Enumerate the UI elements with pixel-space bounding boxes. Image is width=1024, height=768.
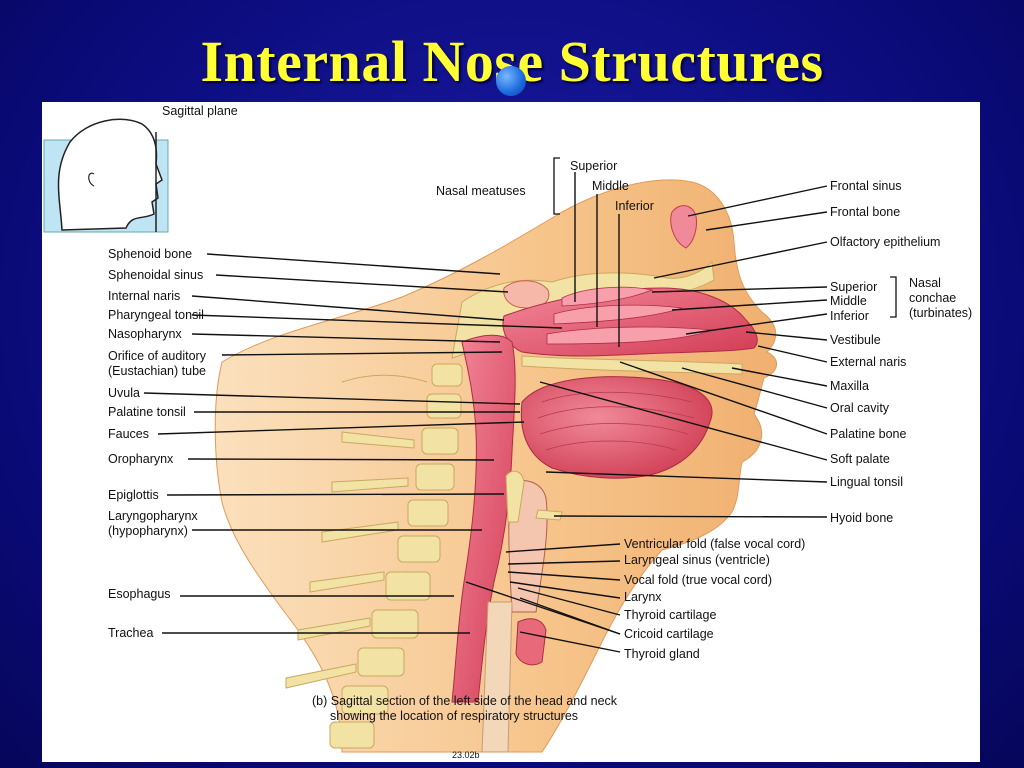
label-concha-superior: Superior <box>830 280 878 294</box>
label-nasopharynx: Nasopharynx <box>108 327 182 341</box>
epiglottis-shape <box>505 470 525 523</box>
label-sphenoid-bone: Sphenoid bone <box>108 247 193 261</box>
anatomy-figure: Sagittal plane Nasal meatuses Superior M… <box>42 102 980 762</box>
label-turbinates: (turbinates) <box>909 306 973 320</box>
label-thyroid-gland: Thyroid gland <box>624 647 700 661</box>
label-hyoid-bone: Hyoid bone <box>830 511 894 525</box>
label-eustachian-tube: (Eustachian) tube <box>108 364 206 378</box>
label-uvula: Uvula <box>108 386 140 400</box>
figure-caption-line2: showing the location of respiratory stru… <box>330 709 579 723</box>
middle-concha <box>553 304 683 325</box>
label-vocal-fold: Vocal fold (true vocal cord) <box>624 573 772 587</box>
label-frontal-sinus: Frontal sinus <box>830 179 902 193</box>
label-internal-naris: Internal naris <box>108 289 181 303</box>
label-concha-inferior: Inferior <box>830 309 869 323</box>
leader-lines <box>143 172 828 653</box>
label-soft-palate: Soft palate <box>830 452 890 466</box>
superior-concha <box>561 286 654 307</box>
label-laryngeal-sinus: Laryngeal sinus (ventricle) <box>624 553 770 567</box>
label-pharyngeal-tonsil: Pharyngeal tonsil <box>108 308 204 322</box>
figure-caption-line1: (b) Sagittal section of the left side of… <box>312 694 618 708</box>
label-meatus-middle: Middle <box>592 179 629 193</box>
label-meatus-superior: Superior <box>570 159 618 173</box>
figure-code: 23.02b <box>452 750 480 760</box>
label-ventricular-fold: Ventricular fold (false vocal cord) <box>624 537 806 551</box>
tongue-muscle-lines <box>537 391 695 451</box>
label-maxilla: Maxilla <box>830 379 869 393</box>
vertebral-column <box>285 363 463 749</box>
label-nasal: Nasal <box>909 276 941 290</box>
label-olfactory-epithelium: Olfactory epithelium <box>830 235 941 249</box>
label-palatine-bone: Palatine bone <box>830 427 907 441</box>
conchae-bracket <box>890 276 897 318</box>
label-vestibule: Vestibule <box>830 333 881 347</box>
pharynx <box>451 334 516 703</box>
label-epiglottis: Epiglottis <box>108 488 159 502</box>
label-conchae: conchae <box>909 291 957 305</box>
label-frontal-bone: Frontal bone <box>830 205 901 219</box>
label-concha-middle: Middle <box>830 294 867 308</box>
sagittal-plane-label: Sagittal plane <box>162 104 238 118</box>
label-oral-cavity: Oral cavity <box>830 401 890 415</box>
label-fauces: Fauces <box>108 427 149 441</box>
label-hypopharynx: (hypopharynx) <box>108 524 188 538</box>
label-external-naris: External naris <box>830 355 907 369</box>
trachea-shape <box>481 601 513 753</box>
label-lingual-tonsil: Lingual tonsil <box>830 475 903 489</box>
label-thyroid-cartilage: Thyroid cartilage <box>624 608 717 622</box>
thyroid-gland-shape <box>515 618 547 666</box>
label-cricoid-cartilage: Cricoid cartilage <box>624 627 714 641</box>
sagittal-section-illustration <box>43 118 897 753</box>
label-trachea: Trachea <box>108 626 154 640</box>
label-sphenoidal-sinus: Sphenoidal sinus <box>108 268 204 282</box>
label-esophagus: Esophagus <box>108 587 171 601</box>
label-laryngopharynx: Laryngopharynx <box>108 509 198 523</box>
tongue <box>520 376 713 479</box>
bullet-dot <box>496 66 526 96</box>
label-larynx: Larynx <box>624 590 662 604</box>
frontal-sinus-shape <box>670 205 697 249</box>
hyoid-shape <box>535 509 563 521</box>
meatuses-bracket <box>553 157 560 215</box>
label-oropharynx: Oropharynx <box>108 452 174 466</box>
inset-head-diagram <box>43 118 169 233</box>
label-palatine-tonsil: Palatine tonsil <box>108 405 186 419</box>
label-meatus-inferior: Inferior <box>615 199 654 213</box>
label-orifice-auditory: Orifice of auditory <box>108 349 206 363</box>
label-nasal-meatuses: Nasal meatuses <box>436 184 526 198</box>
